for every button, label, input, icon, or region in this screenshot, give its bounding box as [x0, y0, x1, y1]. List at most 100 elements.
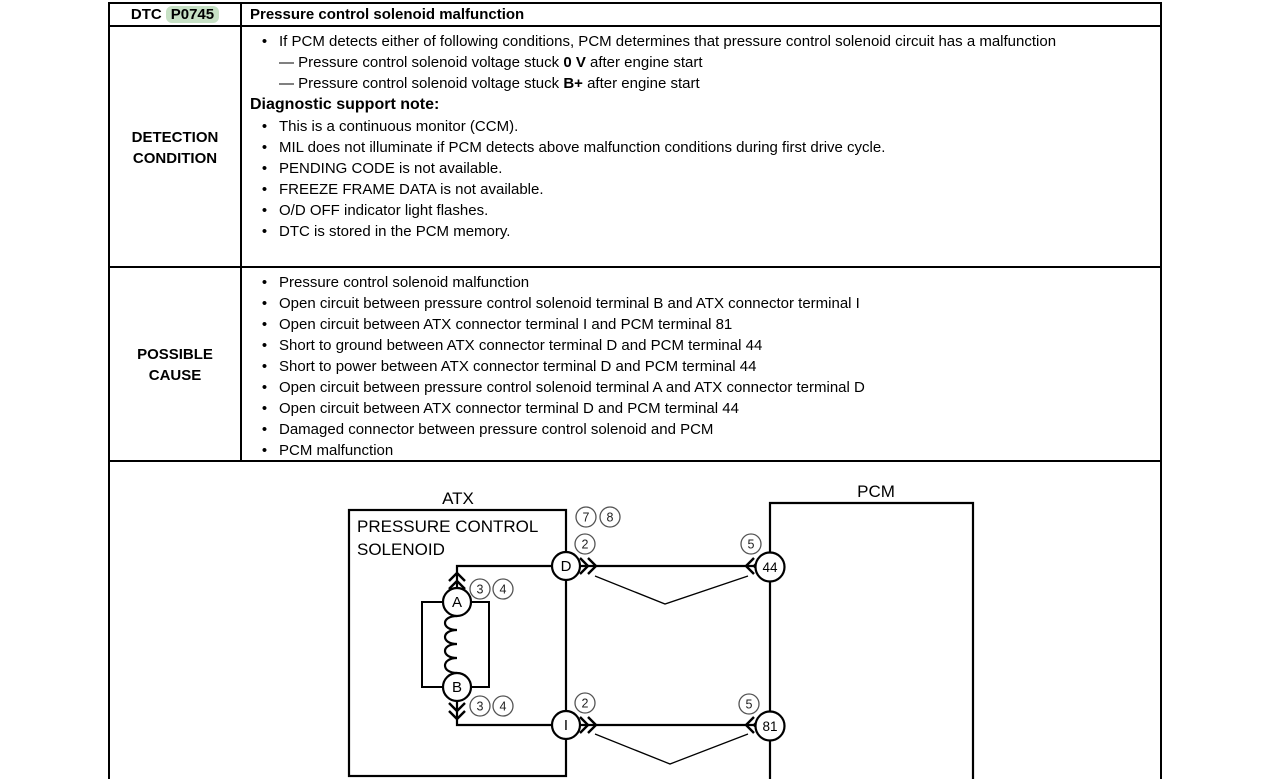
- badge-circle-7: [575, 506, 597, 528]
- solenoid-label-line1: PRESSURE CONTROL: [357, 517, 538, 536]
- subitem-bold: 0 V: [563, 54, 586, 71]
- possible-cause-body: • Pressure control solenoid malfunction …: [242, 268, 1164, 462]
- terminal-a-circle: [441, 586, 473, 618]
- badge-circle-3-b: [469, 695, 491, 717]
- list-item-text: Short to power between ATX connector ter…: [279, 358, 757, 375]
- row-divider: [110, 25, 1160, 27]
- badge-circle-5-bottom: [738, 693, 760, 715]
- subitem-text: after engine start: [582, 75, 700, 92]
- badge-5-bottom: 5: [746, 698, 753, 712]
- list-item: • O/D OFF indicator light flashes.: [250, 200, 1158, 221]
- wire-b-to-i: [455, 701, 552, 727]
- terminal-d-label: D: [561, 558, 572, 575]
- list-item-text: Open circuit between ATX connector termi…: [279, 400, 739, 417]
- badge-circle-4-a: [492, 578, 514, 600]
- badge-8: 8: [607, 511, 614, 525]
- badge-circle-5-top: [740, 533, 762, 555]
- row-divider: [110, 460, 1160, 462]
- list-item: • Open circuit between pressure control …: [250, 377, 1158, 398]
- terminal-b-circle: [441, 671, 473, 703]
- dtc-code-highlight: P0745: [165, 6, 220, 23]
- badge-circle-8: [599, 506, 621, 528]
- bullet-icon: •: [261, 181, 268, 198]
- list-item-text: FREEZE FRAME DATA is not available.: [279, 181, 544, 198]
- pcm-box: [768, 501, 975, 779]
- list-item: • Open circuit between ATX connector ter…: [250, 398, 1158, 419]
- bullet-icon: •: [261, 337, 268, 354]
- column-divider: [240, 4, 242, 462]
- list-item-text: This is a continuous monitor (CCM).: [279, 118, 519, 135]
- possible-cause-label: POSSIBLE CAUSE: [110, 268, 240, 462]
- subitem-bold: B+: [563, 75, 583, 92]
- list-item-text: Pressure control solenoid malfunction: [279, 274, 530, 291]
- subitem-text: — Pressure control solenoid voltage stuc…: [279, 75, 564, 92]
- list-item-text: MIL does not illuminate if PCM detects a…: [279, 139, 886, 156]
- list-item: • Damaged connector between pressure con…: [250, 419, 1158, 440]
- list-item-text: PCM malfunction: [279, 442, 394, 459]
- badge-4-b: 4: [500, 700, 507, 714]
- connector-chevrons: [448, 557, 763, 734]
- diagnostic-note-heading: Diagnostic support note:: [250, 96, 440, 113]
- diagnostic-notes-list: • This is a continuous monitor (CCM). • …: [250, 116, 1158, 242]
- bullet-icon: •: [261, 33, 268, 50]
- dtc-title-cell: Pressure control solenoid malfunction: [242, 4, 1162, 25]
- list-item: • If PCM detects either of following con…: [250, 31, 1158, 94]
- dtc-label: DTC: [130, 6, 162, 23]
- list-item: • DTC is stored in the PCM memory.: [250, 221, 1158, 242]
- terminal-44-label: 44: [762, 560, 778, 575]
- badge-2-bottom: 2: [582, 697, 589, 711]
- dtc-table: DTC P0745 Pressure control solenoid malf…: [108, 2, 1162, 779]
- chevron-up-icon: [448, 571, 466, 590]
- bullet-icon: •: [261, 160, 268, 177]
- list-item: • Short to power between ATX connector t…: [250, 356, 1158, 377]
- solenoid-label-line2: SOLENOID: [357, 540, 445, 559]
- harness-dip-top: [594, 575, 749, 605]
- list-item: • PENDING CODE is not available.: [250, 158, 1158, 179]
- list-item: • Short to ground between ATX connector …: [250, 335, 1158, 356]
- bullet-icon: •: [261, 118, 268, 135]
- badge-circle-2-bottom: [574, 692, 596, 714]
- pcm-label: PCM: [857, 482, 895, 501]
- label-line: DETECTION: [131, 128, 219, 146]
- terminal-i-label: I: [564, 717, 568, 734]
- list-item-text: Damaged connector between pressure contr…: [279, 421, 714, 438]
- subitem-text: after engine start: [585, 54, 703, 71]
- harness-dip-bottom: [594, 733, 749, 765]
- condition-subitem: — Pressure control solenoid voltage stuc…: [279, 73, 1158, 94]
- bullet-icon: •: [261, 358, 268, 375]
- list-item-text: If PCM detects either of following condi…: [279, 31, 1158, 94]
- list-item-text: PENDING CODE is not available.: [279, 160, 503, 177]
- list-item-text: Short to ground between ATX connector te…: [279, 337, 763, 354]
- dtc-title: Pressure control solenoid malfunction: [250, 6, 525, 23]
- list-item: • MIL does not illuminate if PCM detects…: [250, 137, 1158, 158]
- list-item-text: Open circuit between pressure control so…: [279, 295, 860, 312]
- row-divider: [110, 266, 1160, 268]
- subitem-text: — Pressure control solenoid voltage stuc…: [279, 54, 564, 71]
- terminal-81-label: 81: [762, 719, 777, 734]
- badge-3-b: 3: [477, 700, 484, 714]
- bullet-icon: •: [261, 295, 268, 312]
- badge-3-a: 3: [477, 583, 484, 597]
- chevron-down-icon: [448, 702, 466, 721]
- list-item: • PCM malfunction: [250, 440, 1158, 461]
- badge-7: 7: [583, 511, 590, 525]
- bullet-icon: •: [261, 421, 268, 438]
- detection-condition-label: DETECTION CONDITION: [110, 27, 240, 268]
- wiring-diagram: ATX PCM PRESSURE CONTROL SOLENOID D I A …: [110, 462, 1162, 779]
- list-item: • Open circuit between ATX connector ter…: [250, 314, 1158, 335]
- terminal-81-circle: [754, 710, 786, 742]
- chevron-right-icon: [579, 557, 598, 575]
- detection-condition-body: • If PCM detects either of following con…: [242, 27, 1164, 268]
- label-line: POSSIBLE: [137, 346, 213, 363]
- badge-circle-3-a: [469, 578, 491, 600]
- terminal-i-circle: [550, 709, 582, 741]
- terminal-a-label: A: [452, 594, 462, 611]
- list-item-text: DTC is stored in the PCM memory.: [279, 223, 511, 240]
- condition-text: If PCM detects either of following condi…: [279, 33, 1057, 50]
- list-item-text: Open circuit between ATX connector termi…: [279, 316, 733, 333]
- chevron-right-icon: [579, 716, 598, 734]
- badge-circle-2-top: [574, 533, 596, 555]
- list-item: • Open circuit between pressure control …: [250, 293, 1158, 314]
- terminal-44-circle: [754, 551, 786, 583]
- label-line: CONDITION: [132, 149, 218, 167]
